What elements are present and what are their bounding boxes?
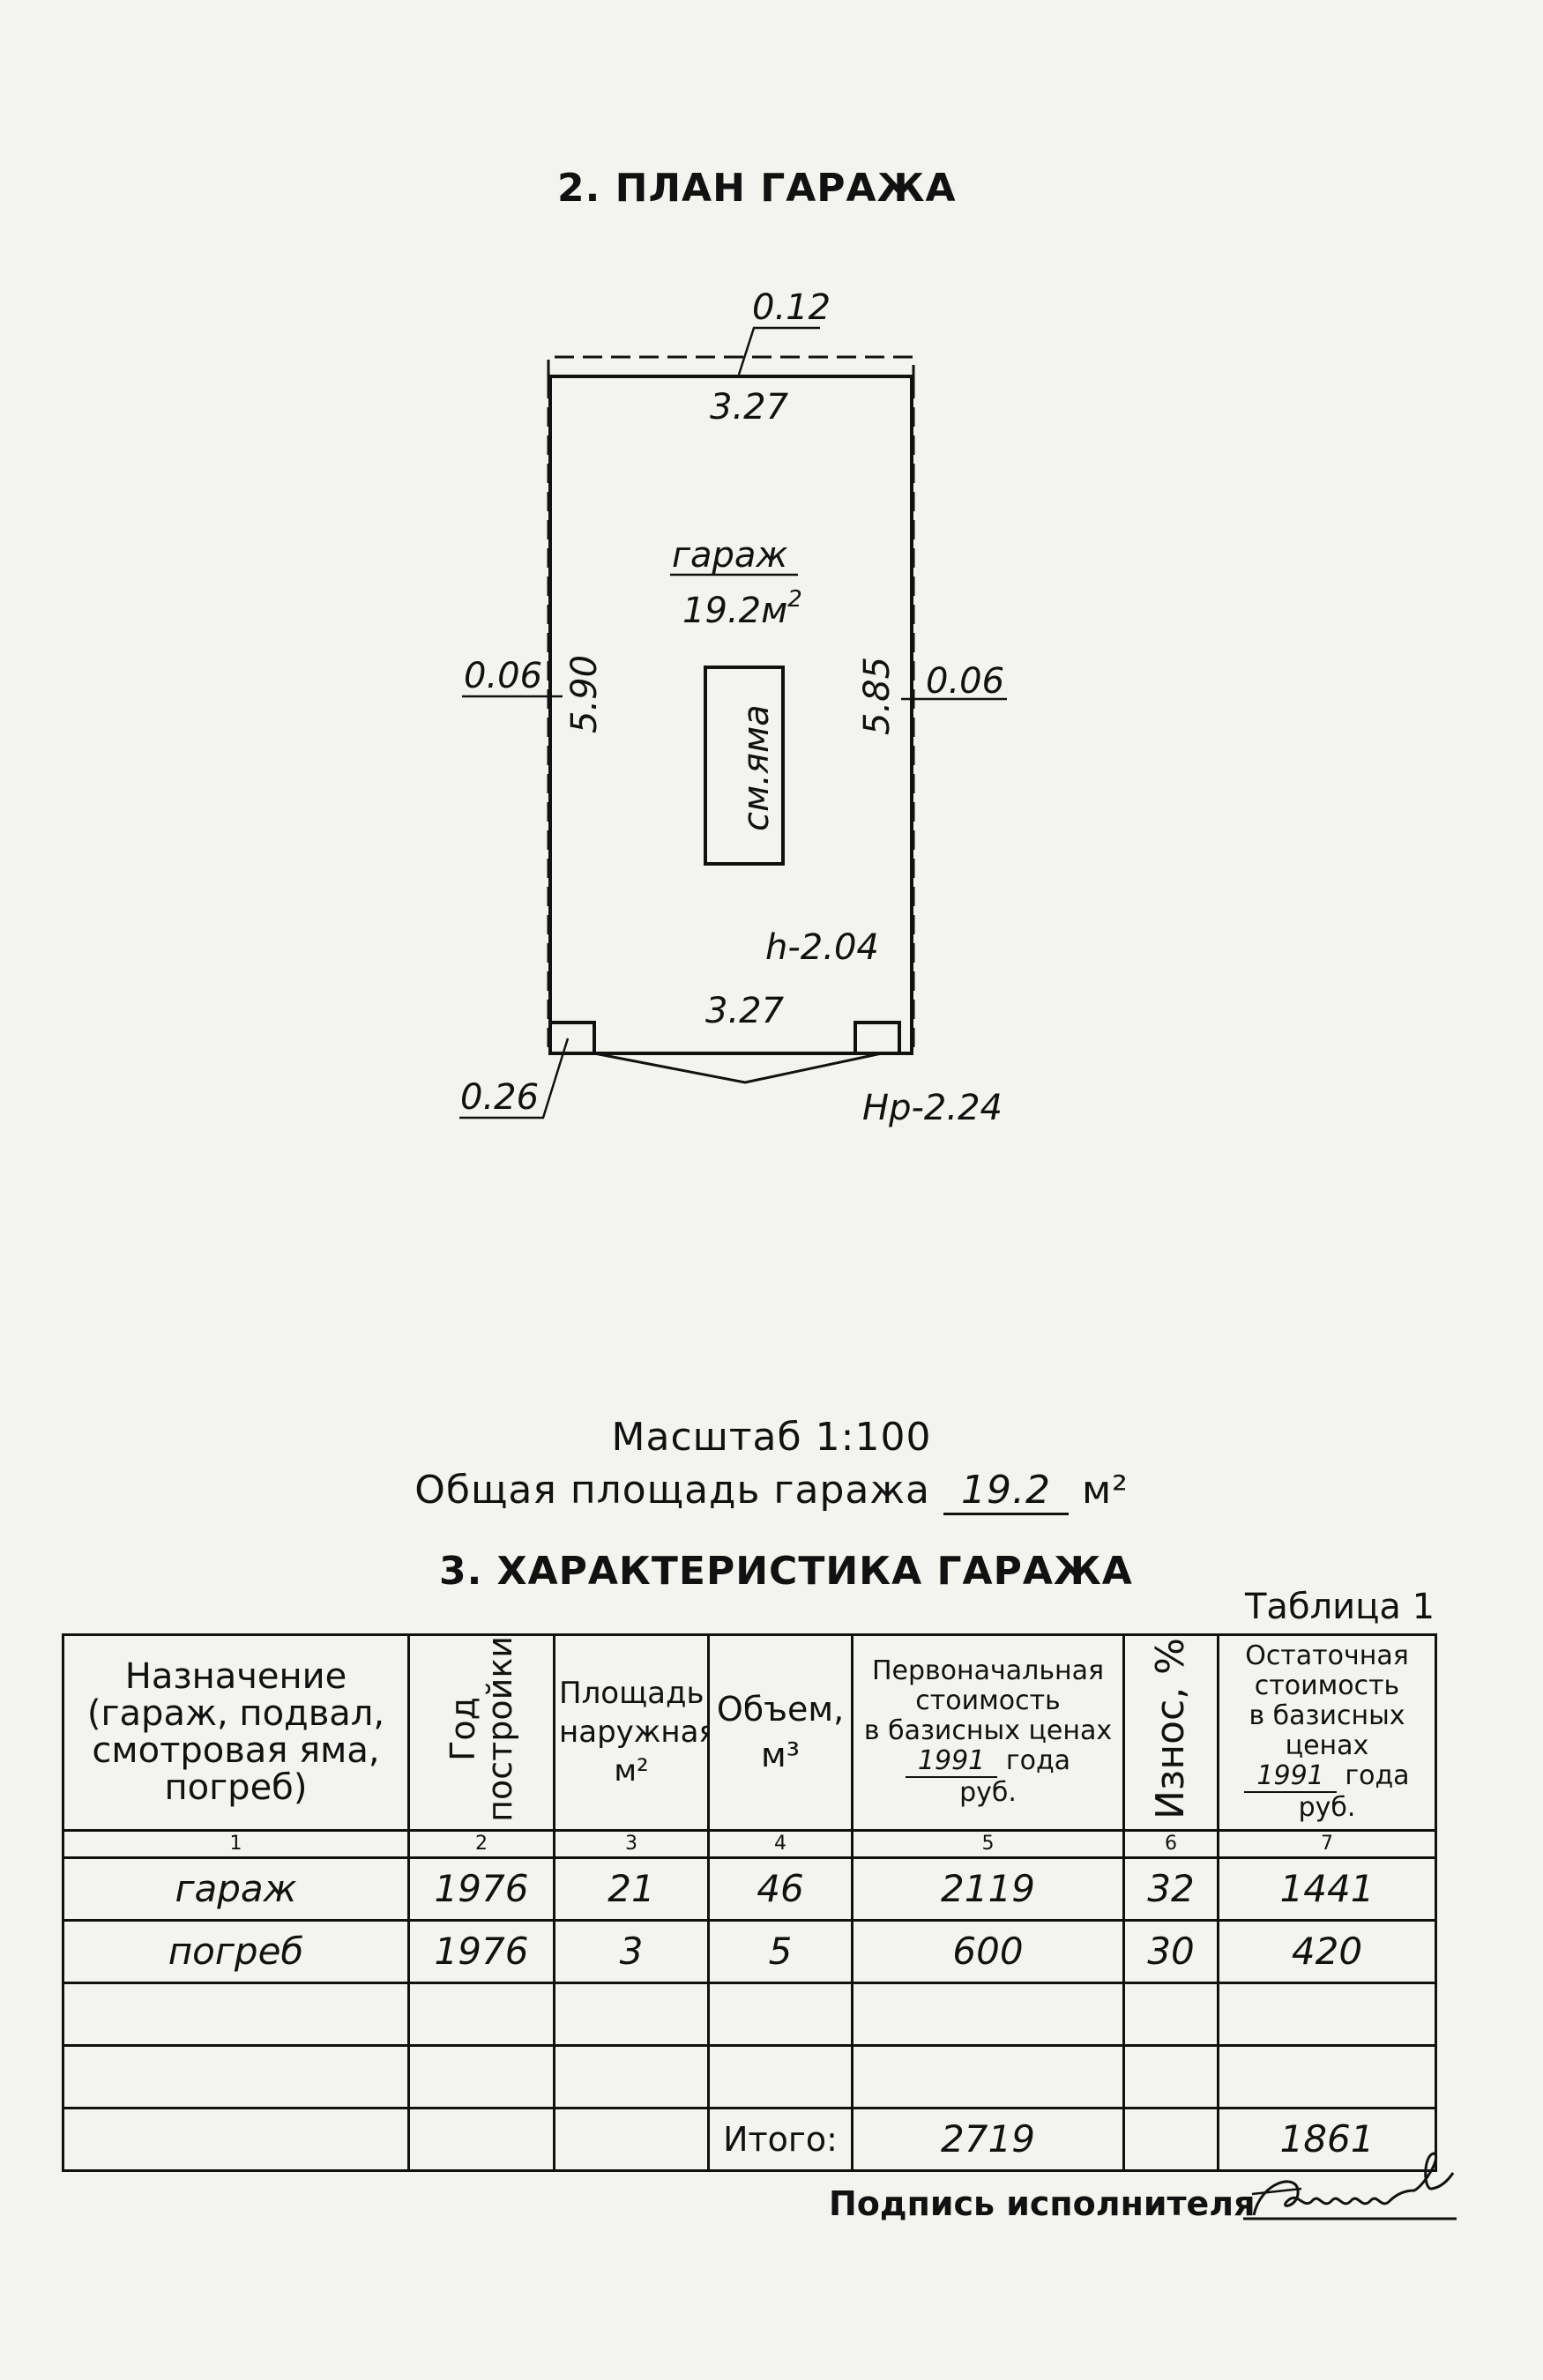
col-number: 6 [1122, 1828, 1219, 1859]
gate-post-right [853, 1021, 901, 1055]
dim-left-inner: 5.90 [564, 655, 605, 733]
table-label: Таблица 1 [1245, 1587, 1435, 1627]
inspection-pit [704, 666, 785, 866]
header-area: Площадь наружная, м² [553, 1633, 710, 1832]
cell-year: 1976 [407, 1918, 555, 1984]
col-number: 2 [407, 1828, 555, 1859]
cell-year: 1976 [407, 1856, 555, 1922]
cell-area: 3 [553, 1918, 710, 1984]
table-row-empty [62, 2043, 1437, 2109]
header-purpose: Назначение (гараж, подвал, смотровая яма… [62, 1633, 410, 1832]
room-area: 19.2м2 [682, 586, 802, 631]
dim-top-wall: 0.12 [752, 287, 831, 328]
cell-residual-cost: 1441 [1217, 1856, 1437, 1922]
top-wall-leader [737, 326, 820, 376]
total-area-label: Общая площадь гаража [414, 1468, 930, 1513]
outer-wall-top [547, 355, 915, 379]
dim-right-inner: 5.85 [857, 657, 898, 735]
total-residual-cost: 1861 [1217, 2106, 1437, 2172]
header-volume: Объем, м³ [707, 1633, 853, 1832]
col-number: 3 [553, 1828, 710, 1859]
room-height: h-2.04 [765, 927, 879, 968]
col-number: 7 [1217, 1828, 1437, 1859]
characteristics-table: Назначение (гараж, подвал, смотровая яма… [62, 1633, 1437, 2172]
cell-residual-cost: 420 [1217, 1918, 1437, 1984]
header-residual-cost: Остаточная стоимость в базисных ценах 19… [1217, 1633, 1437, 1832]
bottom-wall-leader [459, 1038, 570, 1119]
cell-volume: 46 [707, 1856, 853, 1922]
header-year: Год постройки [407, 1633, 555, 1832]
dim-bottom-wall: 0.26 [460, 1077, 539, 1118]
column-number-row: 1 2 3 4 5 6 7 [62, 1828, 1437, 1859]
gate-post-left [548, 1021, 596, 1055]
dim-right-wall: 0.06 [926, 661, 1004, 702]
total-label: Итого: [707, 2106, 853, 2172]
scale-line: Масштаб 1:100 [611, 1415, 932, 1460]
room-name: гараж [672, 535, 787, 576]
table-row: погреб 1976 3 5 600 30 420 [62, 1918, 1437, 1984]
total-initial-cost: 2719 [851, 2106, 1125, 2172]
table-row-empty [62, 1981, 1437, 2047]
col-number: 4 [707, 1828, 853, 1859]
gate-opening [593, 1052, 883, 1084]
col-number: 5 [851, 1828, 1125, 1859]
table-total-row: Итого: 2719 1861 [62, 2106, 1437, 2172]
header-initial-cost: Первоначальная стоимость в базисных цена… [851, 1633, 1125, 1832]
cell-initial-cost: 2119 [851, 1856, 1125, 1922]
inner-walls [548, 375, 913, 1055]
cell-initial-cost: 600 [851, 1918, 1125, 1984]
table-header-row: Назначение (гараж, подвал, смотровая яма… [62, 1633, 1437, 1832]
total-area-value: 19.2 [943, 1468, 1069, 1515]
plan-title: 2. ПЛАН ГАРАЖА [557, 166, 957, 211]
col-number: 1 [62, 1828, 410, 1859]
pit-label: см.яма [736, 704, 777, 831]
signature-label: Подпись исполнителя [829, 2184, 1256, 2223]
cell-volume: 5 [707, 1918, 853, 1984]
total-area-unit: м² [1081, 1468, 1129, 1513]
cell-purpose: погреб [62, 1918, 410, 1984]
table-row: гараж 1976 21 46 2119 32 1441 [62, 1856, 1437, 1922]
total-area-line: Общая площадь гаража 19.2 м² [0, 1468, 1543, 1515]
characteristics-title: 3. ХАРАКТЕРИСТИКА ГАРАЖА [439, 1549, 1133, 1594]
dim-top-inner: 3.27 [710, 387, 789, 428]
cell-wear: 32 [1122, 1856, 1219, 1922]
cell-wear: 30 [1122, 1918, 1219, 1984]
dim-bottom-inner: 3.27 [705, 991, 785, 1031]
cell-purpose: гараж [62, 1856, 410, 1922]
garage-plan-drawing: 0.12 3.27 гараж 19.2м2 0.06 0.06 5.90 5.… [459, 287, 1007, 1128]
gate-height: Нр-2.24 [862, 1088, 1003, 1128]
dim-left-wall: 0.06 [464, 656, 542, 696]
header-wear: Износ, % [1122, 1633, 1219, 1832]
cell-area: 21 [553, 1856, 710, 1922]
handwritten-signature [1243, 2152, 1457, 2220]
